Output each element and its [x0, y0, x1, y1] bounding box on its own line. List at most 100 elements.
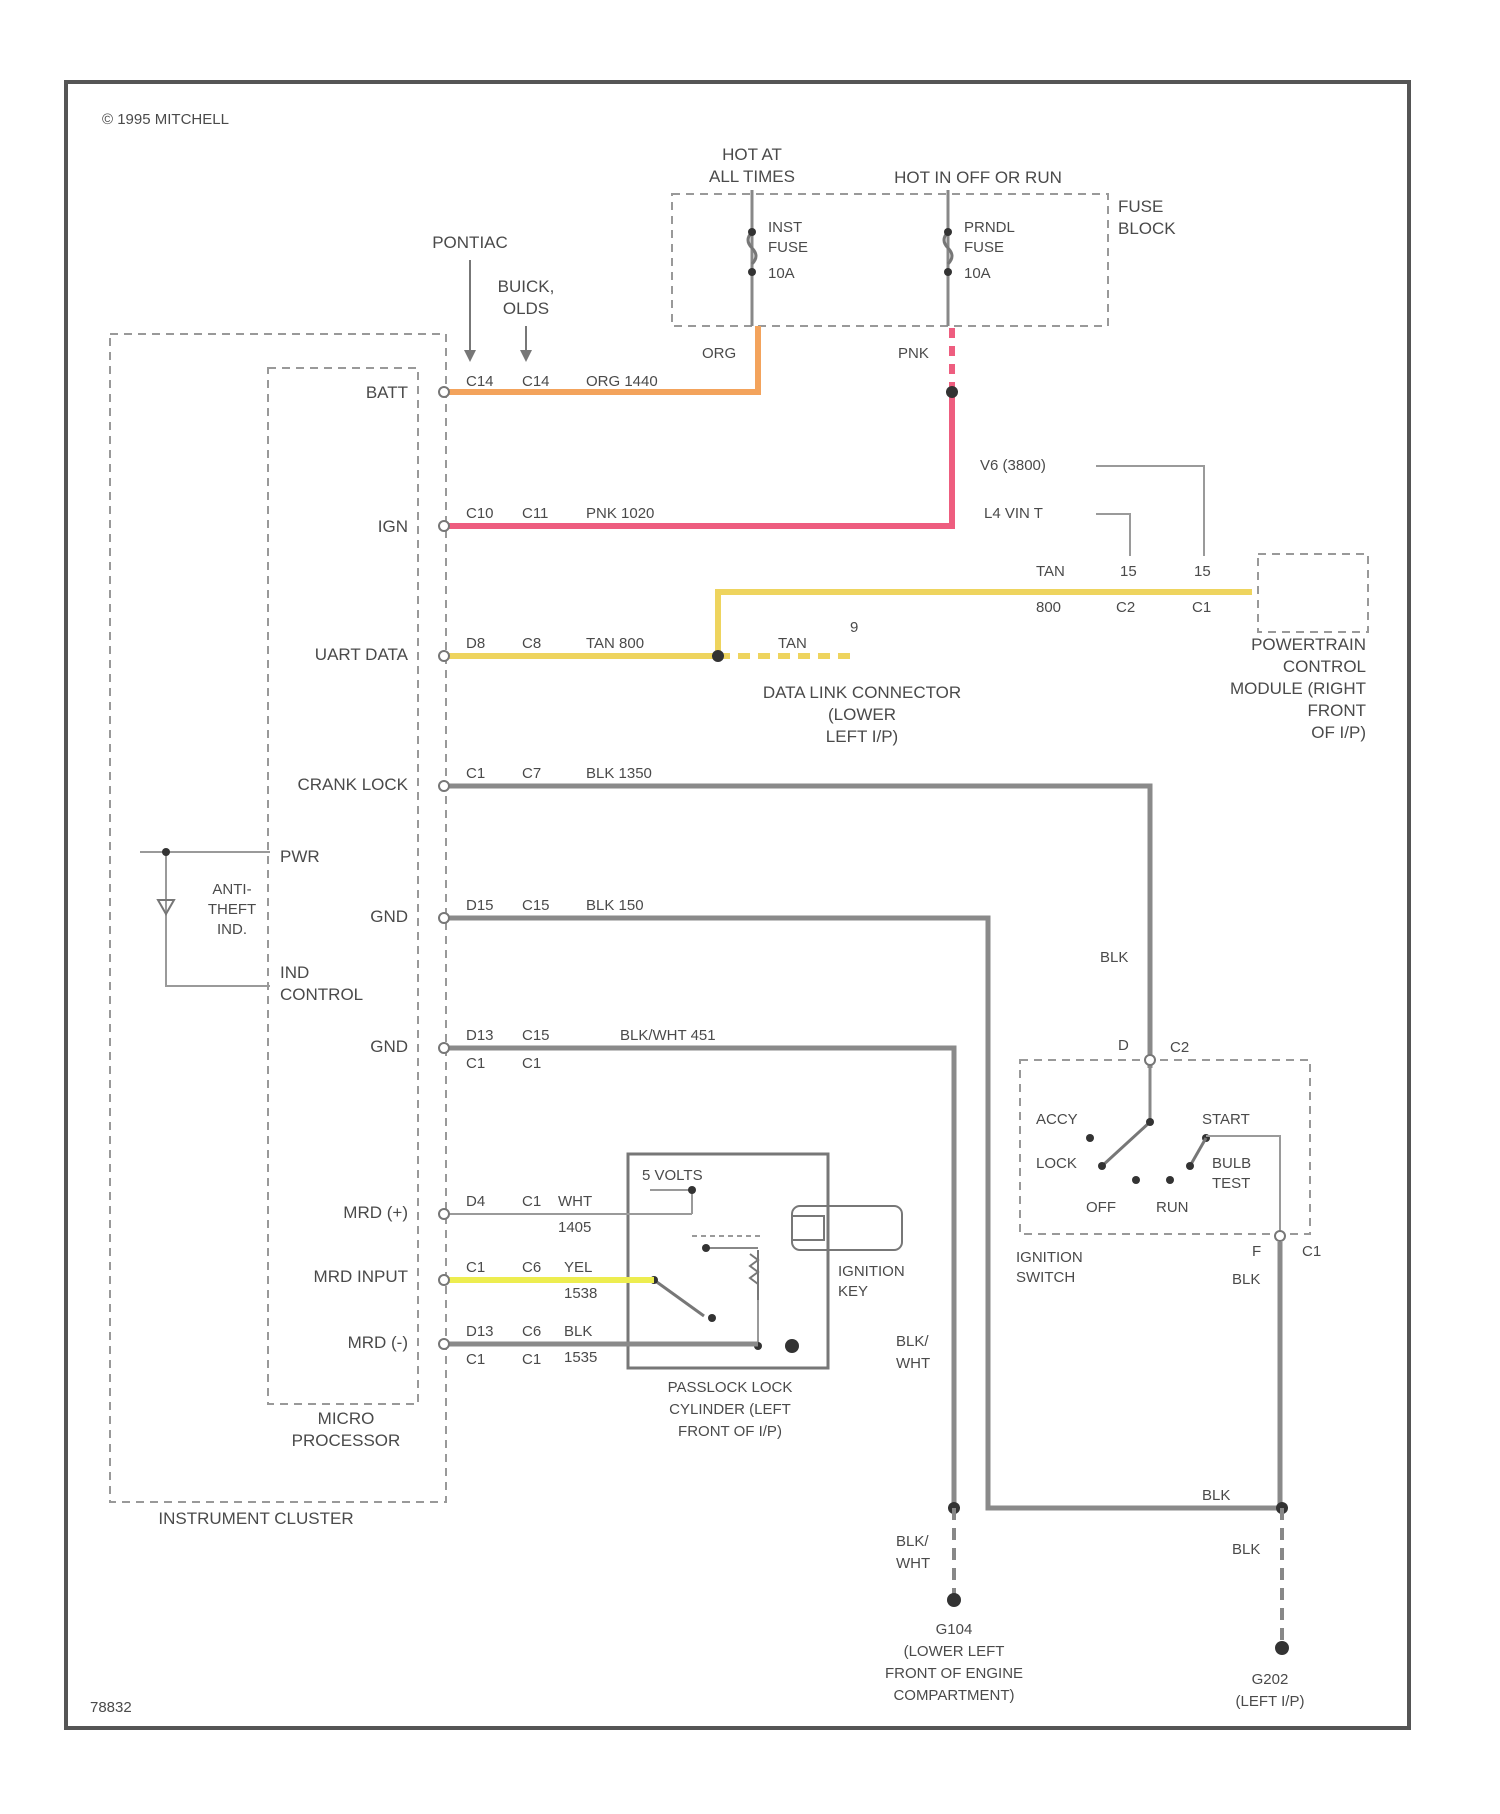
fuse-right-rating: 10A	[964, 265, 991, 282]
pin-mrd-input: MRD INPUT	[314, 1267, 408, 1286]
pin-batt: BATT	[366, 383, 408, 402]
fuse-left-rating: 10A	[768, 265, 795, 282]
fuse-block-box	[672, 194, 1108, 326]
svg-text:ORG: ORG	[702, 345, 736, 362]
svg-text:C14: C14	[522, 373, 550, 390]
svg-text:TAN 800: TAN 800	[586, 635, 644, 652]
svg-text:BLK/WHT 451: BLK/WHT 451	[620, 1027, 716, 1044]
pin-gnd-1: GND	[370, 907, 408, 926]
svg-text:D15: D15	[466, 897, 494, 914]
svg-text:C1: C1	[466, 765, 485, 782]
copyright-text: © 1995 MITCHELL	[102, 111, 229, 128]
svg-text:START: START	[1202, 1111, 1250, 1128]
svg-text:LOCK: LOCK	[1036, 1155, 1077, 1172]
cluster-label: INSTRUMENT CLUSTER	[158, 1509, 353, 1528]
svg-text:D4: D4	[466, 1193, 485, 1210]
lock-cylinder-box	[628, 1154, 828, 1368]
figure-id: 78832	[90, 1699, 132, 1716]
svg-text:PNK 1020: PNK 1020	[586, 505, 654, 522]
pin-gnd-2: GND	[370, 1037, 408, 1056]
svg-text:BLK: BLK	[1202, 1487, 1230, 1504]
svg-text:C6: C6	[522, 1259, 541, 1276]
svg-text:WHT: WHT	[558, 1193, 592, 1210]
ground-g104-icon	[947, 1593, 961, 1607]
svg-text:C1: C1	[522, 1055, 541, 1072]
svg-text:ACCY: ACCY	[1036, 1111, 1078, 1128]
pwr-label: PWR	[280, 847, 320, 866]
svg-text:V6 (3800): V6 (3800)	[980, 457, 1046, 474]
svg-text:C2: C2	[1170, 1039, 1189, 1056]
svg-text:OFF: OFF	[1086, 1199, 1116, 1216]
svg-text:C1: C1	[466, 1055, 485, 1072]
svg-text:C15: C15	[522, 1027, 550, 1044]
ignition-key-icon	[792, 1206, 902, 1250]
svg-text:C10: C10	[466, 505, 494, 522]
svg-text:800: 800	[1036, 599, 1061, 616]
svg-text:D8: D8	[466, 635, 485, 652]
svg-text:C2: C2	[1116, 599, 1135, 616]
svg-text:15: 15	[1120, 563, 1137, 580]
svg-text:C1: C1	[522, 1193, 541, 1210]
svg-text:C1: C1	[522, 1351, 541, 1368]
svg-text:D: D	[1118, 1037, 1129, 1054]
svg-text:C14: C14	[466, 373, 494, 390]
svg-text:15: 15	[1194, 563, 1211, 580]
buick-olds-label: BUICK,OLDS	[498, 277, 555, 318]
svg-text:9: 9	[850, 619, 858, 636]
pin-uart-data: UART DATA	[315, 645, 409, 664]
svg-text:C1: C1	[1302, 1243, 1321, 1260]
svg-text:BLK/WHT: BLK/WHT	[896, 1533, 930, 1572]
pin-ign: IGN	[378, 517, 408, 536]
svg-text:L4 VIN T: L4 VIN T	[984, 505, 1043, 522]
ignition-switch-contact	[1102, 1122, 1150, 1166]
svg-text:RUN: RUN	[1156, 1199, 1189, 1216]
svg-text:1535: 1535	[564, 1349, 597, 1366]
svg-text:TAN: TAN	[778, 635, 807, 652]
svg-text:C8: C8	[522, 635, 541, 652]
svg-text:C7: C7	[522, 765, 541, 782]
svg-text:D13: D13	[466, 1027, 494, 1044]
svg-text:BLK/WHT: BLK/WHT	[896, 1333, 930, 1372]
svg-text:TAN: TAN	[1036, 563, 1065, 580]
svg-text:ORG 1440: ORG 1440	[586, 373, 658, 390]
svg-text:1405: 1405	[558, 1219, 591, 1236]
svg-text:BLK: BLK	[564, 1323, 592, 1340]
svg-text:5 VOLTS: 5 VOLTS	[642, 1167, 703, 1184]
svg-text:F: F	[1252, 1243, 1261, 1260]
svg-text:C1: C1	[466, 1259, 485, 1276]
ind-control-label: INDCONTROL	[280, 963, 363, 1004]
ground-g202-icon	[1275, 1641, 1289, 1655]
svg-text:C11: C11	[522, 505, 548, 522]
svg-text:BLK: BLK	[1232, 1271, 1260, 1288]
pin-crank-lock: CRANK LOCK	[297, 775, 408, 794]
hot-in-off-or-run-label: HOT IN OFF OR RUN	[894, 168, 1062, 187]
cluster-connectors	[439, 387, 449, 1349]
svg-text:C6: C6	[522, 1323, 541, 1340]
pontiac-label: PONTIAC	[432, 233, 508, 252]
svg-text:BLK: BLK	[1100, 949, 1128, 966]
pin-mrd-plus: MRD (+)	[343, 1203, 408, 1222]
svg-text:1538: 1538	[564, 1285, 597, 1302]
svg-text:C1: C1	[1192, 599, 1211, 616]
svg-text:C15: C15	[522, 897, 550, 914]
svg-text:BLK: BLK	[1232, 1541, 1260, 1558]
svg-text:PNK: PNK	[898, 345, 929, 362]
svg-text:YEL: YEL	[564, 1259, 592, 1276]
pcm-box	[1258, 554, 1368, 632]
svg-text:BLK 1350: BLK 1350	[586, 765, 652, 782]
svg-text:C1: C1	[466, 1351, 485, 1368]
